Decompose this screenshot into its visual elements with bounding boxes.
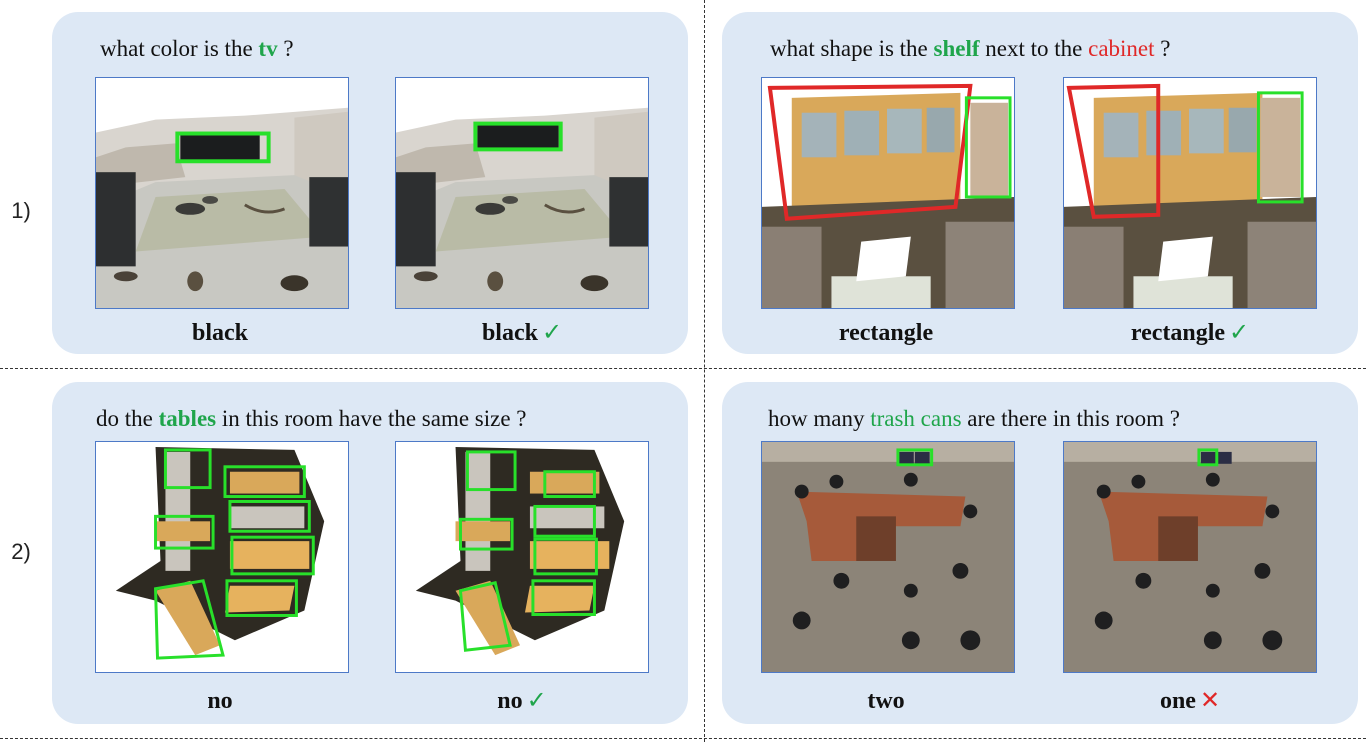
scene-image-baseline (95, 441, 349, 673)
question-target-object: tv (258, 36, 278, 61)
scene-image-baseline (761, 77, 1015, 309)
answer-ours: rectangle✓ (1130, 318, 1250, 346)
horizontal-divider-bottom (0, 738, 1366, 739)
answer-baseline: rectangle (838, 320, 934, 346)
question-target-object: tables (158, 406, 217, 431)
row-label-1: 1) (11, 198, 31, 223)
question-text: how many trash cans are there in this ro… (768, 406, 1180, 431)
correct-check-icon: ✓ (541, 318, 563, 346)
wrong-cross-icon: ✕ (1199, 686, 1221, 714)
correct-check-icon: ✓ (1229, 318, 1250, 346)
vqa-panel-tv: what color is the tv ? black (52, 12, 688, 354)
scene-image-ours (395, 441, 649, 673)
horizontal-divider-middle (0, 368, 1366, 369)
question-text: what shape is the shelf next to the cabi… (770, 36, 1171, 61)
question-target-object: trash cans (870, 406, 962, 431)
answer-ours: no✓ (497, 686, 547, 714)
question-reference-object: cabinet (1088, 36, 1155, 61)
vqa-panel-shelf: what shape is the shelf next to the cabi… (722, 12, 1358, 354)
answer-baseline: black (191, 320, 248, 346)
vqa-panel-trash-cans: how many trash cans are there in this ro… (722, 382, 1358, 724)
answer-ours: black✓ (481, 318, 563, 346)
question-text: do the tables in this room have the same… (96, 406, 527, 431)
answer-baseline: two (867, 688, 905, 714)
scene-image-ours (1063, 77, 1317, 309)
correct-check-icon: ✓ (526, 686, 547, 714)
scene-image-ours (1063, 441, 1317, 673)
question-target-object: shelf (933, 36, 980, 61)
question-text: what color is the tv ? (100, 36, 294, 61)
answer-baseline: no (207, 688, 233, 714)
scene-image-ours (395, 77, 649, 309)
scene-image-baseline (95, 77, 349, 309)
scene-image-baseline (761, 441, 1015, 673)
row-label-2: 2) (11, 539, 31, 564)
vqa-panel-tables: do the tables in this room have the same… (52, 382, 688, 724)
vertical-divider (704, 0, 705, 742)
answer-ours: one✕ (1159, 686, 1221, 714)
